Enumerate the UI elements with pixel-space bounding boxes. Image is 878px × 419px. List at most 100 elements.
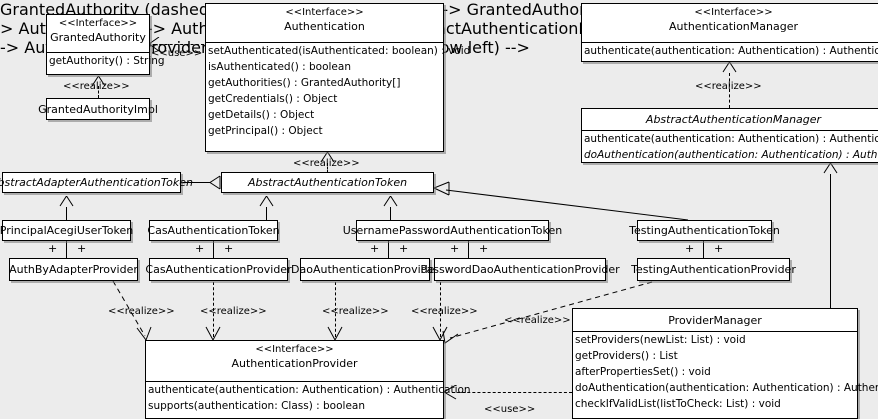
- class-authentication[interactable]: <<Interface>> Authentication setAuthenti…: [205, 3, 471, 152]
- class-authentication-manager[interactable]: <<Interface>> AuthenticationManager auth…: [581, 3, 878, 62]
- arrowhead-realize-authenticationprovider-testing: [441, 330, 459, 346]
- edge-association-userpass-passworddaoprovider: [468, 240, 469, 258]
- arrowhead-generalization-abstracttoken-cas: [259, 196, 274, 207]
- label-realize-testingprovider: <<realize>>: [504, 315, 571, 326]
- edge-association-principal-authbyadapter: [66, 240, 67, 258]
- class-abstract-authentication-manager[interactable]: AbstractAuthenticationManager authentica…: [581, 108, 878, 163]
- class-name-username-password-authentication-token: UsernamePasswordAuthenticationToken: [342, 224, 563, 237]
- class-name-auth-by-adapter-provider: AuthByAdapterProvider: [9, 263, 138, 276]
- edge-realize-passworddaoauthenticationprovider: [440, 282, 441, 337]
- operation-authenticate-provider: authenticate(authentication: Authenticat…: [148, 384, 471, 396]
- label-realize-abstracttoken: <<realize>>: [293, 158, 360, 169]
- operation-get-credentials: getCredentials() : Object: [208, 93, 338, 105]
- class-auth-by-adapter-provider[interactable]: AuthByAdapterProvider: [9, 258, 138, 281]
- label-use-providermanager: <<use>>: [484, 404, 536, 415]
- operation-authenticate-abstract-manager: authenticate(authentication: Authenticat…: [584, 133, 878, 145]
- multiplicity-testing-left: +: [685, 242, 695, 255]
- operation-set-authenticated: setAuthenticated(isAuthenticated: boolea…: [208, 45, 471, 57]
- multiplicity-userpass-dao-right: +: [399, 242, 409, 255]
- operation-set-providers: setProviders(newList: List) : void: [575, 334, 746, 346]
- class-name-testing-authentication-provider: TestingAuthenticationProvider: [631, 263, 796, 276]
- class-username-password-authentication-token[interactable]: UsernamePasswordAuthenticationToken: [343, 220, 562, 241]
- stereotype-interface-authentication: <<Interface>>: [285, 7, 364, 18]
- edge-realize-authbyadapterprovider: [112, 281, 146, 337]
- arrowhead-realize-authenticationmanager: [722, 62, 737, 73]
- edge-use-providermanager-authenticationprovider: [452, 392, 572, 393]
- operations-granted-authority: getAuthority() : String: [47, 52, 165, 75]
- arrowhead-generalization-abstracttoken-userpass: [383, 196, 398, 207]
- operation-do-authentication-provider-manager: doAuthentication(authentication: Authent…: [575, 382, 878, 394]
- class-abstract-authentication-token[interactable]: AbstractAuthenticationToken: [221, 172, 434, 193]
- arrowhead-generalization-adaptertoken-principal: [59, 196, 74, 207]
- arrowhead-generalization-abstracttoken-testing: [432, 181, 450, 197]
- class-abstract-adapter-authentication-token[interactable]: AbstractAdapterAuthenticationToken: [0, 172, 193, 193]
- class-password-dao-authentication-provider[interactable]: PasswordDaoAuthenticationProvider: [420, 258, 620, 281]
- class-name-granted-authority-impl: GrantedAuthorityImpl: [38, 102, 158, 116]
- class-name-authentication: Authentication: [284, 20, 365, 33]
- arrowhead-generalization-abstracttoken-left: [209, 175, 221, 190]
- operation-get-principal: getPrincipal() : Object: [208, 125, 323, 137]
- label-realize-passworddaoprovider: <<realize>>: [411, 306, 478, 317]
- multiplicity-userpass-pdao-right: +: [479, 242, 489, 255]
- class-name-abstract-authentication-token: AbstractAuthenticationToken: [247, 176, 408, 189]
- stereotype-interface-authentication-manager: <<Interface>>: [694, 7, 773, 18]
- edge-generalization-adaptertoken: [181, 182, 210, 183]
- label-use-grantedauthority: <<use>>: [151, 48, 203, 59]
- edge-association-testing-testingprovider: [703, 240, 704, 258]
- operations-abstract-authentication-manager: authenticate(authentication: Authenticat…: [582, 130, 878, 164]
- edge-realize-grantedauthorityimpl: [98, 86, 99, 98]
- class-authentication-provider[interactable]: <<Interface>> AuthenticationProvider aut…: [145, 340, 471, 419]
- edge-realize-daoauthenticationprovider: [335, 282, 336, 337]
- edge-generalization-usernamepasswordtoken: [390, 207, 391, 220]
- class-granted-authority[interactable]: <<Interface>> GrantedAuthority getAuthor…: [46, 14, 165, 75]
- operation-supports-provider: supports(authentication: Class) : boolea…: [148, 400, 365, 412]
- class-header-provider-manager: ProviderManager: [573, 309, 857, 331]
- label-realize-casauthenticationprovider: <<realize>>: [200, 306, 267, 317]
- label-realize-grantedauthorityimpl: <<realize>>: [63, 81, 130, 92]
- arrowhead-realize-grantedauthority: [91, 76, 106, 87]
- class-testing-authentication-token[interactable]: TestingAuthenticationToken: [629, 220, 780, 241]
- edge-generalization-principalacegiusertoken: [66, 207, 67, 220]
- class-dao-authentication-provider[interactable]: DaoAuthenticationProvider: [291, 258, 439, 281]
- class-header-abstract-authentication-manager: AbstractAuthenticationManager: [582, 109, 878, 130]
- edge-generalization-testingtoken: [445, 189, 689, 221]
- operation-is-authenticated: isAuthenticated() : boolean: [208, 61, 351, 73]
- class-name-abstract-authentication-manager: AbstractAuthenticationManager: [645, 113, 822, 126]
- class-name-cas-authentication-provider: CasAuthenticationProvider: [145, 263, 292, 276]
- operation-authenticate-manager: authenticate(authentication: Authenticat…: [584, 45, 878, 57]
- class-header-authentication-manager: <<Interface>> AuthenticationManager: [582, 4, 878, 42]
- class-provider-manager[interactable]: ProviderManager setProviders(newList: Li…: [572, 308, 878, 419]
- label-realize-daoauthenticationprovider: <<realize>>: [322, 306, 389, 317]
- class-granted-authority-impl[interactable]: GrantedAuthorityImpl: [38, 98, 158, 120]
- class-cas-authentication-provider[interactable]: CasAuthenticationProvider: [145, 258, 292, 281]
- class-name-dao-authentication-provider: DaoAuthenticationProvider: [291, 263, 439, 276]
- operations-provider-manager: setProviders(newList: List) : void getPr…: [573, 331, 878, 419]
- class-testing-authentication-provider[interactable]: TestingAuthenticationProvider: [631, 258, 796, 281]
- label-realize-abstractmanager: <<realize>>: [695, 81, 762, 92]
- edge-use-authentication-to-grantedauthority: [154, 44, 204, 45]
- class-cas-authentication-token[interactable]: CasAuthenticationToken: [147, 220, 280, 241]
- class-principal-acegi-user-token[interactable]: PrincipalAcegiUserToken: [0, 220, 133, 241]
- multiplicity-cas-right: +: [224, 242, 234, 255]
- class-name-principal-acegi-user-token: PrincipalAcegiUserToken: [0, 224, 134, 237]
- operations-authentication-manager: authenticate(authentication: Authenticat…: [582, 42, 878, 62]
- operation-get-providers: getProviders() : List: [575, 350, 678, 362]
- class-header-authentication-provider: <<Interface>> AuthenticationProvider: [146, 341, 443, 381]
- class-name-password-dao-authentication-provider: PasswordDaoAuthenticationProvider: [420, 263, 620, 276]
- operation-get-details: getDetails() : Object: [208, 109, 315, 121]
- edge-generalization-casauthenticationtoken: [266, 207, 267, 220]
- multiplicity-principal-right: +: [77, 242, 87, 255]
- arrowhead-use-authenticationprovider: [443, 385, 457, 400]
- edge-realize-abstracttoken-authentication: [327, 163, 328, 173]
- class-name-provider-manager: ProviderManager: [668, 313, 762, 327]
- class-name-abstract-adapter-authentication-token: AbstractAdapterAuthenticationToken: [0, 176, 193, 189]
- class-name-cas-authentication-token: CasAuthenticationToken: [147, 224, 280, 237]
- multiplicity-userpass-pdao-left: +: [450, 242, 460, 255]
- edge-association-userpass-daoprovider: [388, 240, 389, 258]
- class-name-granted-authority: GrantedAuthority: [50, 31, 146, 44]
- class-name-authentication-provider: AuthenticationProvider: [231, 357, 358, 370]
- arrowhead-realize-authentication: [320, 152, 335, 163]
- class-header-granted-authority: <<Interface>> GrantedAuthority: [47, 15, 149, 52]
- edge-realize-testingauthenticationprovider: [449, 281, 653, 339]
